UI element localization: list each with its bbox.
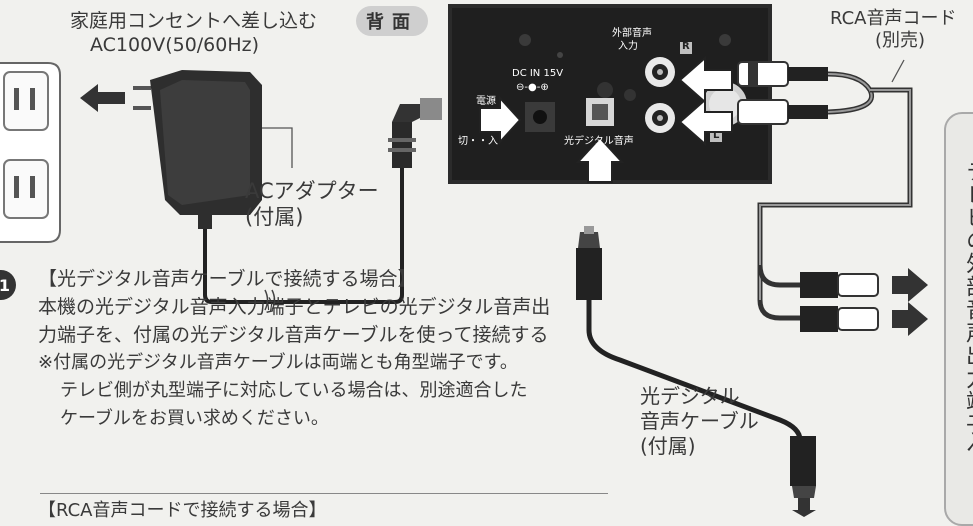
- wall-outlet: [0, 62, 61, 243]
- tv-side-box: [944, 112, 973, 526]
- panel-ext-input: 外部音声: [612, 28, 652, 39]
- optical-label-line3: (付属): [640, 434, 696, 458]
- section-body-2: 力端子を、付属の光デジタル音声ケーブルを使って接続する: [38, 324, 549, 346]
- panel-r: R: [682, 41, 690, 52]
- rca-label-line2: (別売): [875, 30, 926, 51]
- section-title: 【光デジタル音声ケーブルで接続する場合】: [38, 268, 417, 290]
- rca-r-arrow: [678, 55, 733, 105]
- rca-out-arrow-2: [892, 302, 928, 336]
- adapter-label-line1: ACアダプター: [245, 179, 379, 203]
- optical-label-line1: 光デジタル: [640, 384, 740, 408]
- section-number: 1: [0, 270, 16, 300]
- panel-vol: 大: [748, 112, 758, 123]
- plug-arrow: [80, 84, 125, 112]
- ac-adapter: [150, 70, 262, 229]
- section-divider: [40, 493, 608, 494]
- rca-label-line1: RCA音声コード: [830, 8, 957, 29]
- panel-dc-in: DC IN 15V: [512, 68, 564, 79]
- dc-arrow: [479, 95, 522, 145]
- panel-optical: 光デジタル音声: [564, 136, 634, 147]
- outlet-label-line1: 家庭用コンセントへ差し込む: [70, 10, 318, 32]
- optical-arrow: [575, 136, 625, 183]
- optical-down-arrow: [792, 498, 816, 517]
- panel-ext-input-2: 入力: [618, 41, 638, 52]
- panel-l: L: [713, 130, 720, 141]
- next-section-title: 【RCA音声コードで接続する場合】: [38, 500, 327, 521]
- optical-label-line2: 音声ケーブル: [640, 409, 759, 433]
- rca-l-arrow: [678, 97, 733, 147]
- back-badge: 背面: [356, 6, 428, 36]
- optical-cable: [576, 226, 816, 498]
- rca-out-arrow-1: [892, 268, 928, 302]
- outlet-label-line2: AC100V(50/60Hz): [90, 34, 260, 56]
- panel-power: 電源: [476, 96, 496, 107]
- section-body-1: 本機の光デジタル音声入力端子とテレビの光デジタル音声出: [38, 296, 551, 318]
- panel-power-states: 切・・入: [458, 136, 498, 147]
- tv-side-label: テレビの外部音声出力端子へ: [962, 160, 973, 459]
- panel-dc-polarity: ⊖-●-⊕: [516, 82, 549, 93]
- rca-plugs-tv: [800, 272, 879, 332]
- dc-plug: [388, 98, 442, 168]
- section-note-3: ケーブルをお買い求めください。: [60, 408, 329, 429]
- section-note-1: ※付属の光デジタル音声ケーブルは両端とも角型端子です。: [38, 352, 518, 373]
- section-note-2: テレビ側が丸型端子に対応している場合は、別途適合した: [60, 380, 528, 401]
- adapter-label-line2: (付属): [245, 205, 304, 229]
